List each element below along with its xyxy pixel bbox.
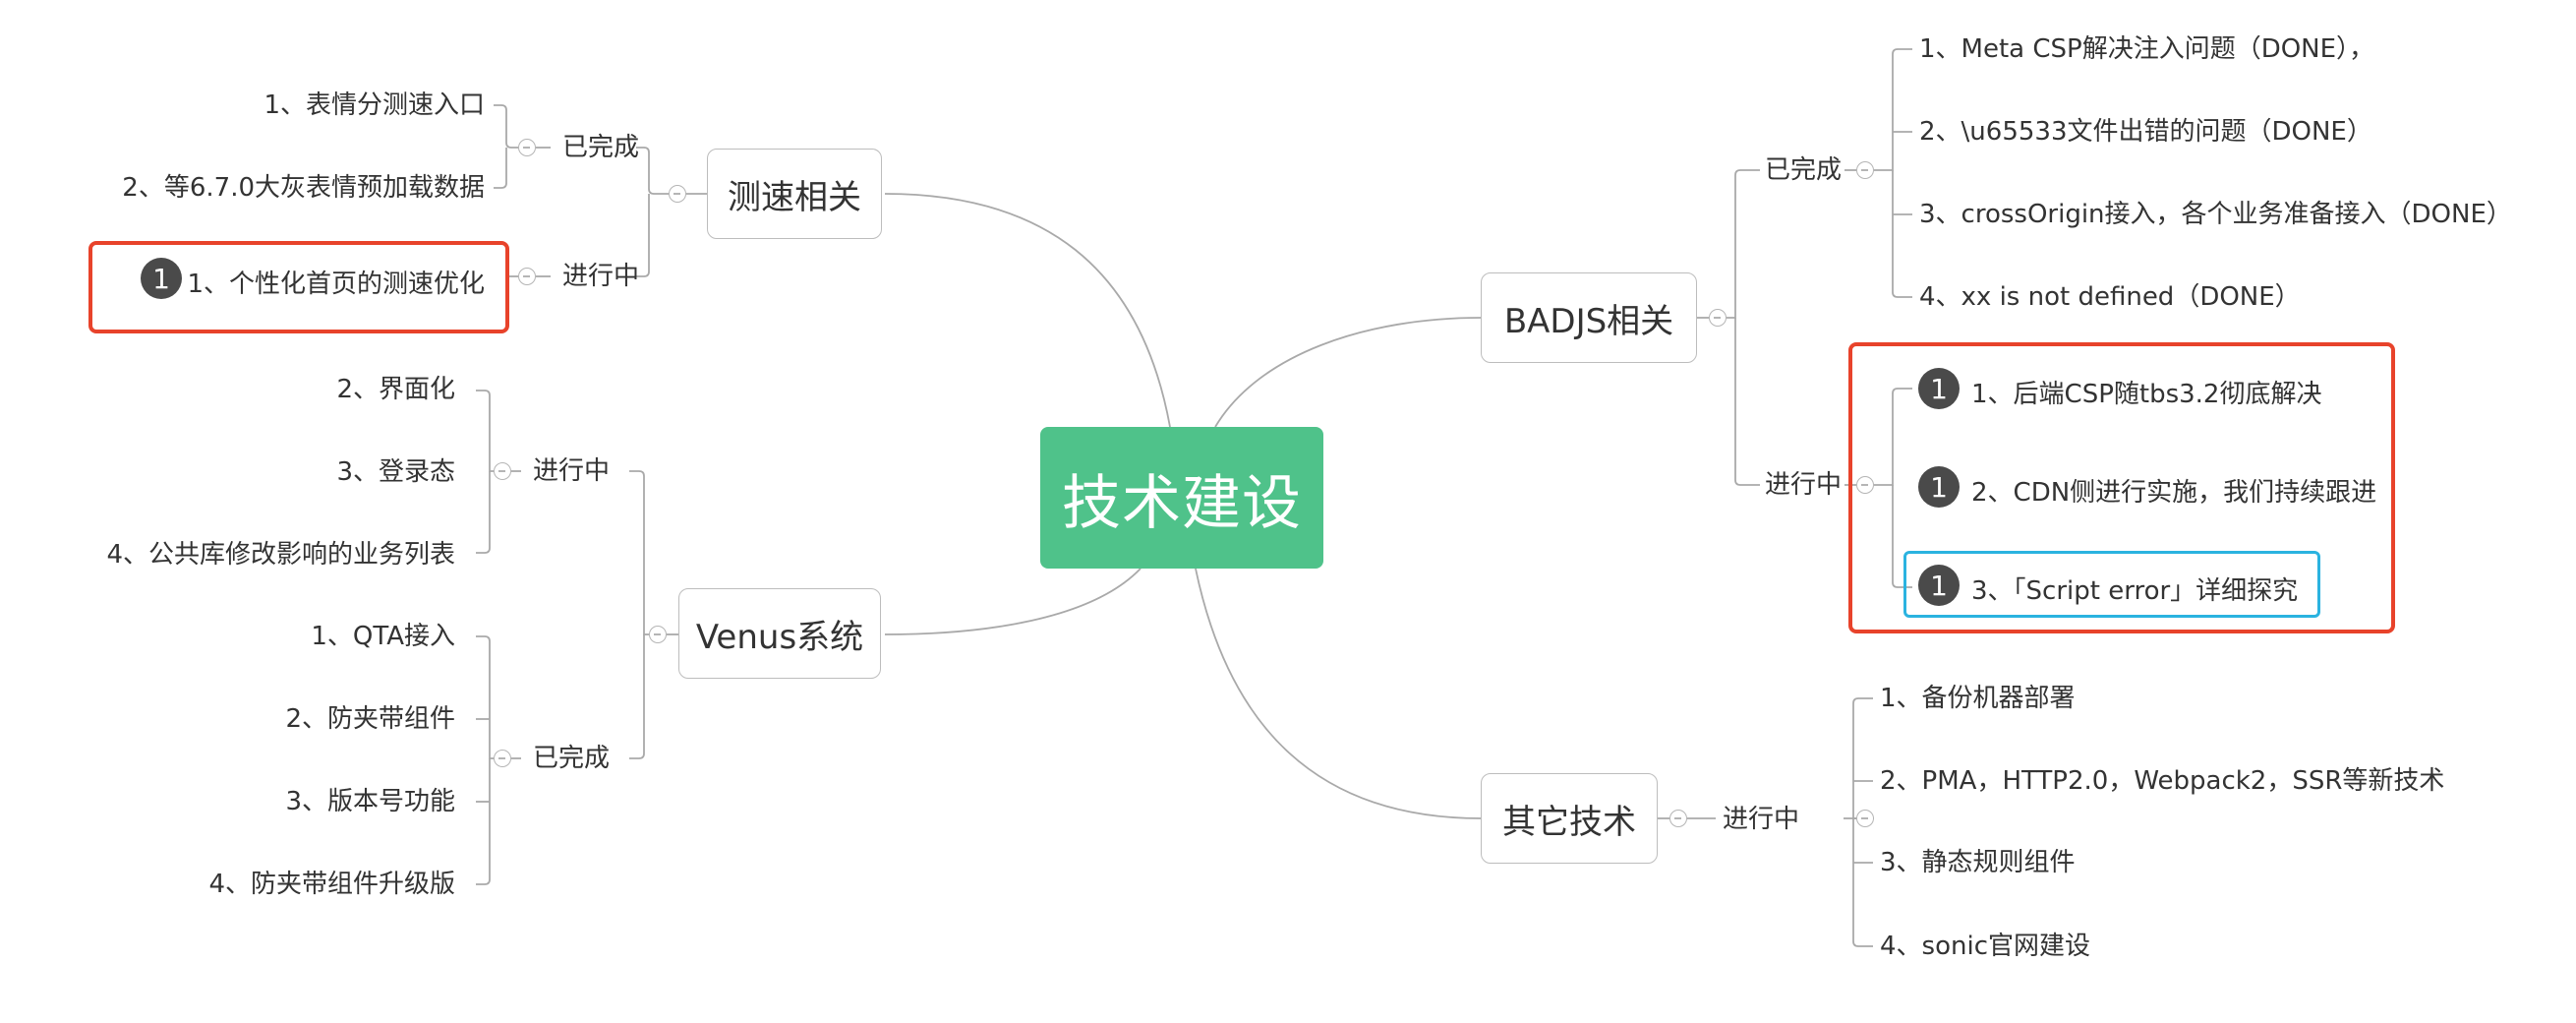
venus-done-label: 已完成	[533, 744, 611, 773]
collapse-toggle-icon[interactable]	[669, 185, 686, 203]
badjs-done-item: 1、Meta CSP解决注入问题（DONE），	[1919, 34, 2375, 64]
venus-progress-item: 2、界面化	[336, 375, 455, 404]
collapse-toggle-icon[interactable]	[1856, 161, 1874, 179]
priority-1-icon: 1	[1918, 466, 1960, 508]
highlight-box	[88, 241, 509, 333]
speed-done-item: 2、等6.7.0大灰表情预加载数据	[122, 173, 485, 203]
venus-done-item: 1、QTA接入	[311, 622, 455, 651]
connector-badjs	[1214, 317, 1482, 428]
topic-other-label: 其它技术	[1502, 802, 1636, 842]
connector-venus	[884, 568, 1142, 635]
central-topic-label: 技术建设	[1062, 468, 1302, 538]
other-progress-item: 4、sonic官网建设	[1880, 932, 2090, 961]
speed-done-label: 已完成	[562, 133, 640, 162]
collapse-toggle-icon[interactable]	[1856, 476, 1874, 494]
topic-venus[interactable]: Venus系统	[678, 588, 881, 679]
venus-progress-item: 3、登录态	[336, 457, 455, 487]
collapse-toggle-icon[interactable]	[494, 750, 511, 767]
other-progress-item: 3、静态规则组件	[1880, 848, 2076, 877]
other-progress-item: 1、备份机器部署	[1880, 684, 2076, 713]
highlight-box	[1848, 342, 2395, 633]
speed-progress-label: 进行中	[562, 262, 640, 291]
priority-1-icon: 1	[141, 258, 182, 299]
topic-other[interactable]: 其它技术	[1481, 773, 1658, 864]
collapse-toggle-icon[interactable]	[1669, 810, 1687, 827]
venus-done-item: 2、防夹带组件	[285, 704, 455, 734]
highlight-box-blue	[1903, 551, 2320, 618]
venus-progress-item: 4、公共库修改影响的业务列表	[106, 540, 455, 570]
collapse-toggle-icon[interactable]	[518, 139, 536, 156]
collapse-toggle-icon[interactable]	[494, 462, 511, 480]
collapse-toggle-icon[interactable]	[649, 626, 667, 643]
topic-speed[interactable]: 测速相关	[707, 149, 882, 239]
other-progress-label: 进行中	[1723, 805, 1800, 834]
speed-progress-item: 1、个性化首页的测速优化	[187, 270, 485, 299]
collapse-toggle-icon[interactable]	[518, 268, 536, 285]
topic-speed-label: 测速相关	[728, 177, 861, 217]
central-topic[interactable]: 技术建设	[1040, 427, 1323, 569]
topic-venus-label: Venus系统	[695, 617, 864, 657]
badjs-progress-item: 3、「Script error」详细探究	[1971, 576, 2299, 606]
priority-1-icon: 1	[1918, 565, 1960, 606]
venus-done-item: 4、防夹带组件升级版	[208, 870, 455, 899]
topic-badjs[interactable]: BADJS相关	[1481, 272, 1697, 363]
venus-progress-label: 进行中	[533, 456, 611, 486]
badjs-done-label: 已完成	[1765, 155, 1843, 185]
badjs-progress-item: 1、后端CSP随tbs3.2彻底解决	[1971, 380, 2322, 409]
badjs-progress-label: 进行中	[1765, 470, 1843, 500]
topic-badjs-label: BADJS相关	[1503, 301, 1674, 341]
connector-speed	[884, 193, 1171, 428]
other-progress-item: 2、PMA，HTTP2.0，Webpack2，SSR等新技术	[1880, 766, 2445, 796]
badjs-done-item: 2、\u65533文件出错的问题（DONE）	[1919, 117, 2372, 147]
badjs-done-item: 3、crossOrigin接入，各个业务准备接入（DONE）	[1919, 200, 2512, 229]
badjs-progress-item: 2、CDN侧进行实施，我们持续跟进	[1971, 478, 2377, 508]
venus-done-item: 3、版本号功能	[285, 787, 455, 816]
badjs-done-item: 4、xx is not defined（DONE）	[1919, 282, 2301, 312]
collapse-toggle-icon[interactable]	[1856, 810, 1874, 827]
priority-1-icon: 1	[1918, 368, 1960, 409]
speed-done-item: 1、表情分测速入口	[263, 90, 485, 120]
collapse-toggle-icon[interactable]	[1709, 309, 1727, 327]
connector-other	[1195, 568, 1482, 819]
